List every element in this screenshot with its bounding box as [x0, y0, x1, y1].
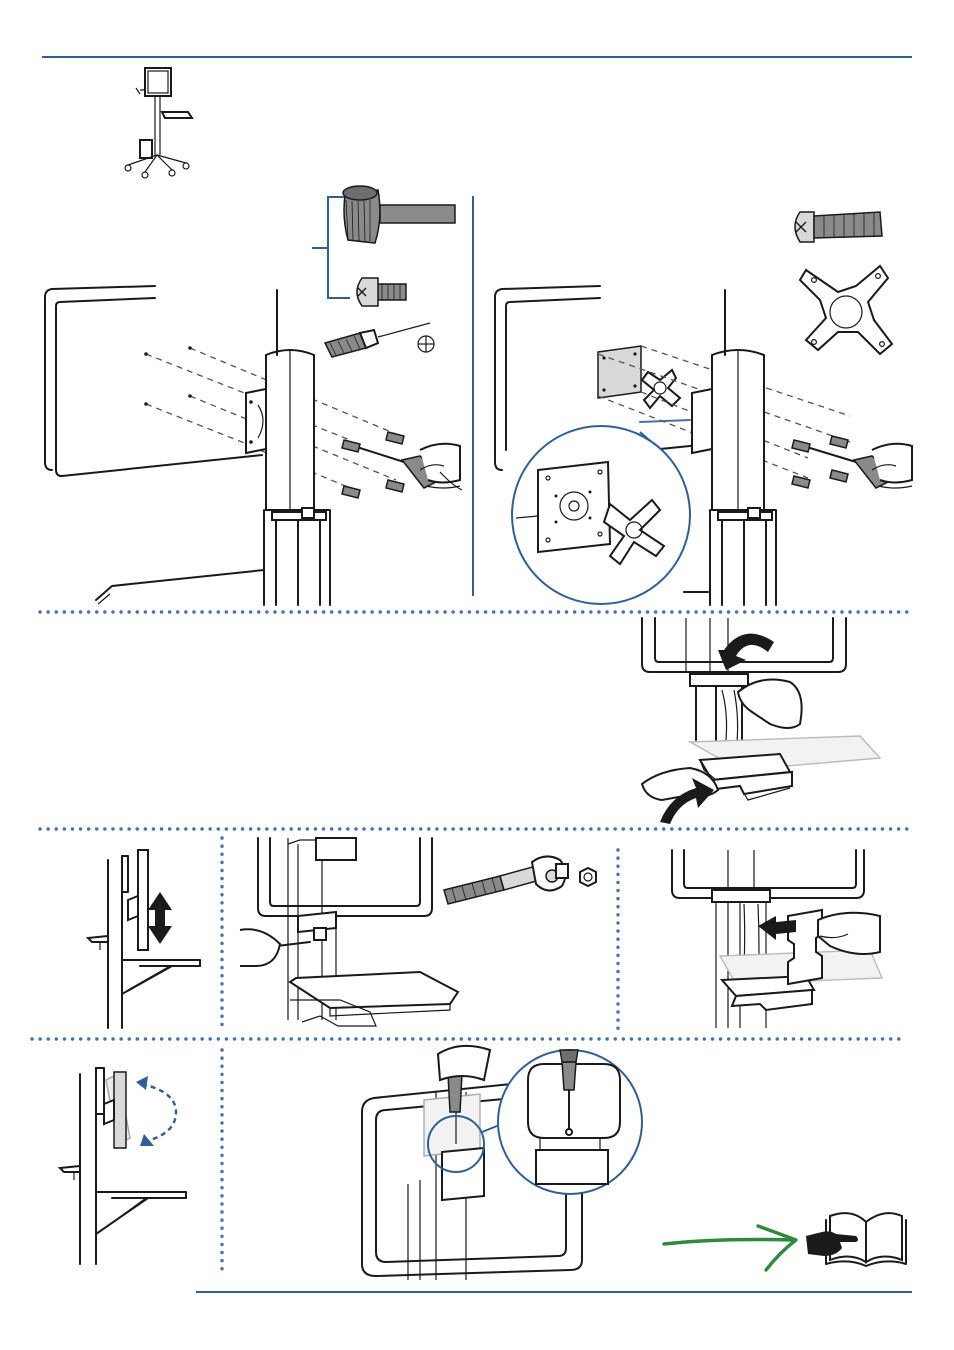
phillips-screwdriver-icon	[325, 323, 430, 357]
cart-thumbnail	[125, 68, 192, 178]
thumbscrew-icon	[343, 186, 455, 243]
star-adapter-icon	[800, 266, 892, 354]
green-arrow-icon	[664, 1226, 796, 1270]
curved-arrow-icon	[136, 1076, 176, 1146]
ratchet-wrench-icon	[444, 856, 568, 904]
adjust-height-panel	[88, 850, 200, 1028]
curved-arrow-icon	[718, 634, 774, 670]
pan-head-screw-icon	[342, 432, 404, 498]
mount-monitor-adapter-panel	[495, 212, 912, 605]
tilt-monitor-panel	[60, 1068, 186, 1264]
manual-book-icon	[806, 1213, 906, 1266]
tighten-with-wrench-panel	[240, 838, 596, 1026]
secure-monitor-screw-panel	[362, 1046, 642, 1280]
mount-monitor-thumbscrews-panel	[45, 186, 462, 605]
phillips-symbol-icon	[418, 336, 434, 352]
pan-head-screw-icon	[357, 278, 406, 306]
double-arrow-icon	[148, 892, 172, 944]
long-screw-icon	[795, 212, 882, 242]
route-cables-panel	[642, 618, 880, 824]
attach-cable-cover-panel	[672, 850, 882, 1028]
hex-nut-icon	[580, 868, 596, 886]
